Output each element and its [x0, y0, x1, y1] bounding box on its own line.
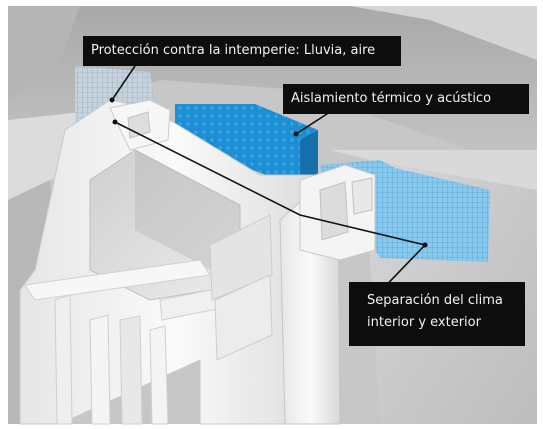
- leader-dot-weather: [109, 97, 115, 103]
- callout-weather-protection: Protección contra la intemperie: Lluvia,…: [83, 36, 401, 66]
- leader-dot-separation-a: [112, 119, 118, 125]
- leader-separation-top: [114, 121, 426, 246]
- callout-separation-line-1: Separación del clima: [367, 293, 503, 308]
- callout-separation-line-2: interior y exterior: [367, 315, 481, 330]
- callout-weather-protection-text: Protección contra la intemperie: Lluvia,…: [91, 43, 376, 58]
- leader-dot-insulation: [293, 131, 299, 137]
- callout-insulation-text: Aislamiento térmico y acústico: [291, 91, 492, 106]
- insulation-foam: [175, 104, 318, 188]
- leader-dot-separation-b: [422, 242, 428, 248]
- leader-insulation: [295, 111, 331, 135]
- leader-weather: [111, 65, 136, 101]
- callout-insulation: Aislamiento térmico y acústico: [283, 84, 529, 114]
- callout-climate-separation: Separación del clima interior y exterior: [349, 282, 525, 346]
- pvc-profile: [19, 99, 376, 425]
